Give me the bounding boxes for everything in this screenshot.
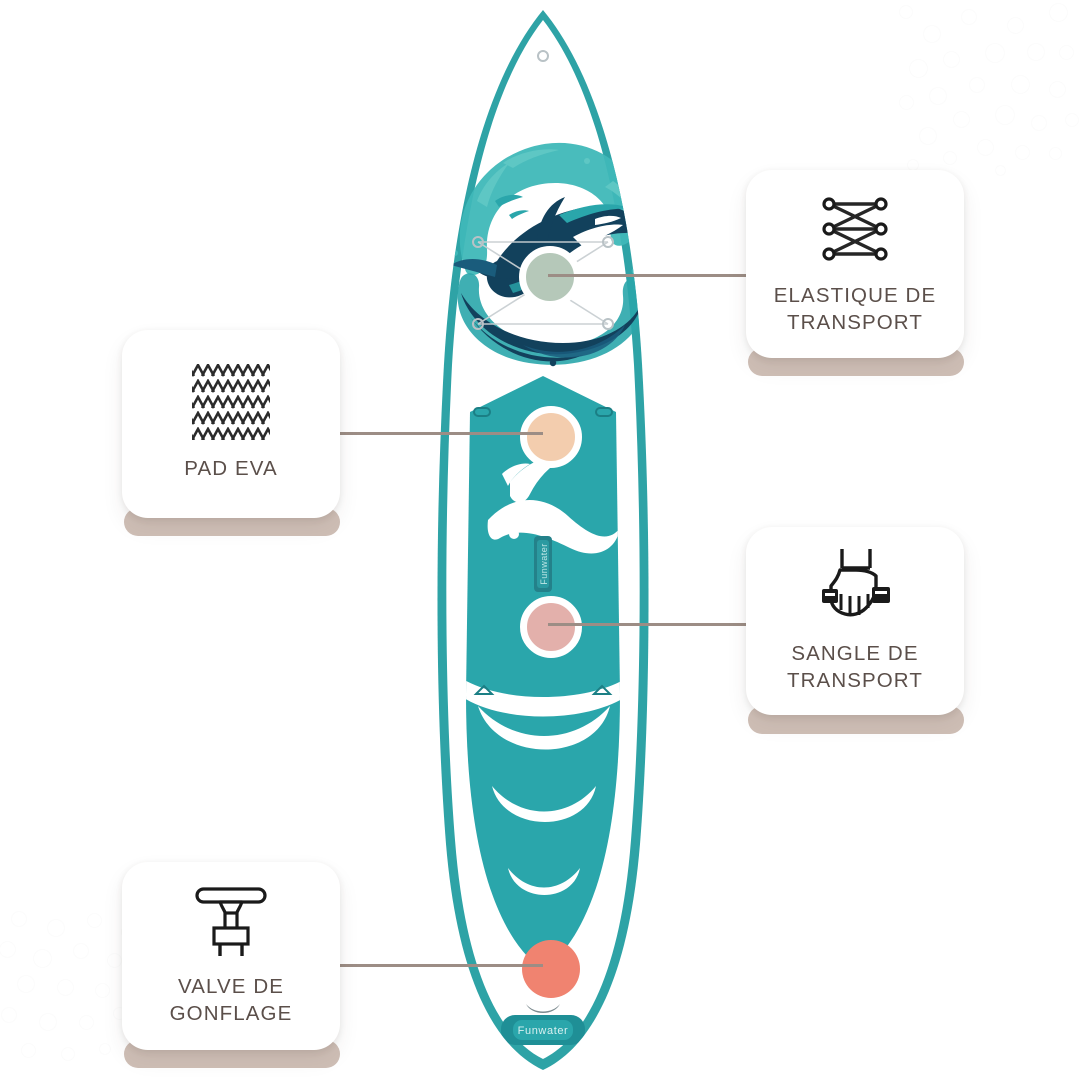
decor-dot <box>1012 76 1029 93</box>
decor-dot <box>1050 148 1061 159</box>
connector-valve <box>320 957 543 974</box>
decor-dot <box>62 1048 74 1060</box>
decor-dot <box>978 140 993 155</box>
card-elastique-de-transport[interactable]: ELASTIQUE DE TRANSPORT <box>746 170 964 358</box>
decor-dot <box>88 914 101 927</box>
card-label-elastique: ELASTIQUE DE TRANSPORT <box>773 283 937 334</box>
card-sangle-de-transport[interactable]: SANGLE DE TRANSPORT <box>746 527 964 715</box>
decor-dot <box>1016 146 1029 159</box>
decor-dot <box>58 980 73 995</box>
decor-dot <box>900 96 913 109</box>
decor-dot <box>1066 114 1078 126</box>
marker-sangle[interactable] <box>520 596 582 658</box>
dot-cluster-top-right <box>900 0 1080 180</box>
decor-dot <box>944 152 956 164</box>
decor-dot <box>944 52 959 67</box>
connector-elastique <box>548 267 768 284</box>
card-label-valve: VALVE DE GONFLAGE <box>169 974 293 1025</box>
decor-dot <box>996 106 1014 124</box>
svg-text:Funwater: Funwater <box>518 1025 569 1037</box>
decor-dot <box>924 26 940 42</box>
decor-dot <box>1032 116 1046 130</box>
decor-dot <box>954 112 969 127</box>
svg-text:Funwater: Funwater <box>539 543 549 585</box>
decor-dot <box>962 10 976 24</box>
decor-dot <box>1028 44 1044 60</box>
card-valve-de-gonflage[interactable]: VALVE DE GONFLAGE <box>122 862 340 1050</box>
inflation-valve-icon <box>190 883 272 959</box>
decor-dot <box>0 942 15 957</box>
decor-dot <box>900 6 912 18</box>
card-label-pad-eva: PAD EVA <box>184 457 278 481</box>
hand-carry-strap-icon <box>814 546 896 626</box>
decor-dot <box>22 1044 35 1057</box>
paddle-board: Funwater Funwater <box>418 4 668 1076</box>
decor-dot <box>930 88 946 104</box>
connector-sangle <box>548 616 768 633</box>
decor-dot <box>48 920 64 936</box>
decor-dot <box>96 984 109 997</box>
decor-dot <box>1008 18 1023 33</box>
decor-dot <box>18 976 34 992</box>
card-label-sangle: SANGLE DE TRANSPORT <box>787 641 923 692</box>
marker-valve[interactable] <box>522 940 580 998</box>
decor-dot <box>100 1044 110 1054</box>
marker-elastique[interactable] <box>519 246 581 308</box>
connector-pad-eva <box>320 425 543 442</box>
eva-pad-texture-icon <box>191 363 271 441</box>
decor-dot <box>108 954 121 967</box>
decor-dot <box>1050 4 1067 21</box>
card-pad-eva[interactable]: PAD EVA <box>122 330 340 518</box>
decor-dot <box>2 1008 16 1022</box>
decor-dot <box>996 166 1005 175</box>
decor-dot <box>970 78 984 92</box>
decor-dot <box>80 1016 93 1029</box>
decor-dot <box>1050 82 1065 97</box>
decor-dot <box>74 944 88 958</box>
decor-dot <box>12 912 26 926</box>
decor-dot <box>920 128 936 144</box>
bungee-cord-icon <box>816 190 894 268</box>
decor-dot <box>986 44 1004 62</box>
decor-dot <box>910 60 927 77</box>
decor-dot <box>908 160 918 170</box>
decor-dot <box>1060 46 1073 59</box>
decor-dot <box>40 1014 56 1030</box>
marker-pad-eva[interactable] <box>520 406 582 468</box>
decor-dot <box>34 950 51 967</box>
